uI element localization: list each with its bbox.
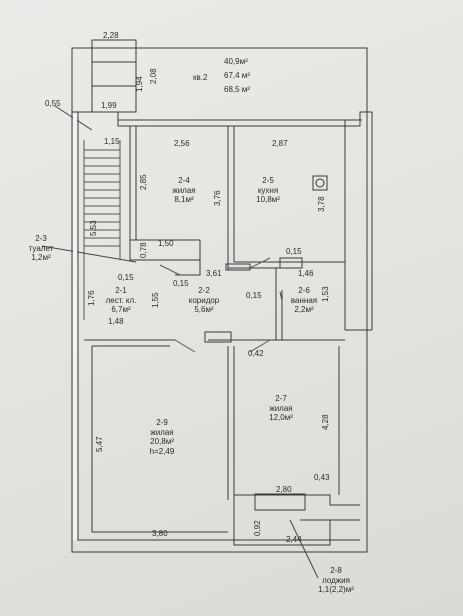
dim-1-99: 1,99 [101, 101, 117, 110]
dim-0-15-c: 0,15 [286, 247, 302, 256]
dim-1-46: 1,46 [298, 269, 314, 278]
staircase [83, 140, 121, 320]
outer-boundary [71, 47, 368, 553]
dim-0-78: 0,78 [139, 242, 148, 258]
dim-1-94: 1,94 [135, 76, 144, 92]
dim-5-53: 5,53 [89, 220, 98, 236]
dim-2-80: 2,80 [276, 485, 292, 494]
dim-0-43: 0,43 [314, 473, 330, 482]
dim-5-47: 5,47 [95, 436, 104, 452]
dim-1-50: 1,50 [158, 239, 174, 248]
dim-3-61: 3,61 [206, 269, 222, 278]
dim-4-28: 4,28 [321, 414, 330, 430]
dim-2-28: 2,28 [103, 31, 119, 40]
stair-shaft-top [91, 39, 137, 113]
dim-1-55: 1,55 [151, 292, 160, 308]
apartment-area-2: 67,4 м² [224, 71, 250, 80]
dim-0-15-b: 0,15 [173, 279, 189, 288]
dim-2-56: 2,56 [174, 139, 190, 148]
apartment-label: кв.2 [193, 73, 208, 82]
dim-0-92: 0,92 [253, 520, 262, 536]
apartment-area-3: 68,5 м² [224, 85, 250, 94]
dim-0-55: 0,55 [45, 99, 61, 108]
dim-1-53: 1,53 [321, 286, 330, 302]
loggia-wall [234, 494, 360, 506]
outer-wall-inner-line [77, 112, 360, 541]
dim-3-80: 3,80 [152, 529, 168, 538]
dim-2-85: 2,85 [139, 174, 148, 190]
dim-0-42: 0,42 [248, 349, 264, 358]
dim-3-78: 3,78 [317, 196, 326, 212]
dim-1-15: 1,15 [104, 137, 120, 146]
dim-2-44: 2,44 [286, 535, 302, 544]
apartment-area-total: 40,9м² [224, 57, 248, 66]
dim-3-76: 3,76 [213, 190, 222, 206]
dim-2-87: 2,87 [272, 139, 288, 148]
dim-0-15-d: 0,15 [246, 291, 262, 300]
dim-1-76: 1,76 [87, 290, 96, 306]
dim-2-08: 2,08 [149, 68, 158, 84]
dim-0-15-a: 0,15 [118, 273, 134, 282]
dim-1-48: 1,48 [108, 317, 124, 326]
